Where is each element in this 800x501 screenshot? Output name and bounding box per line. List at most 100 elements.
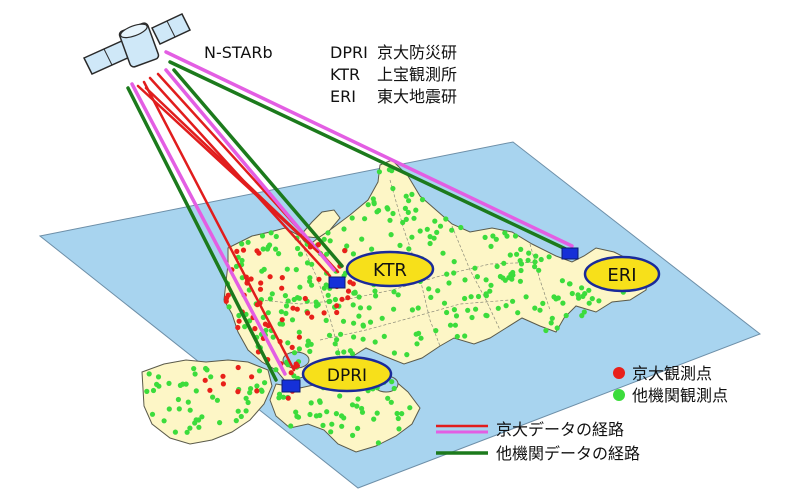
observation-point: [349, 402, 356, 408]
observation-point: [276, 251, 282, 257]
observation-point: [349, 215, 355, 221]
observation-point: [317, 399, 323, 405]
observation-point: [581, 309, 587, 315]
observation-point: [559, 278, 566, 284]
observation-point: [320, 422, 326, 428]
observation-point: [268, 230, 274, 236]
observation-point: [525, 257, 531, 263]
observation-point: [452, 322, 458, 328]
observation-point: [435, 288, 441, 294]
observation-point: [385, 206, 391, 212]
observation-point: [451, 259, 457, 265]
institution-name: 京大防災研: [377, 43, 457, 62]
observation-point: [210, 394, 216, 400]
observation-point: [443, 216, 449, 222]
observation-point: [540, 300, 546, 306]
dpri-station-marker: [281, 379, 301, 393]
observation-point: [426, 286, 432, 292]
observation-point: [444, 271, 450, 277]
observation-point: [294, 306, 300, 312]
observation-point: [579, 285, 585, 291]
legend-points: 京大観測点 他機関観測点: [613, 364, 728, 405]
observation-point: [360, 323, 366, 329]
observation-point: [465, 307, 471, 313]
observation-point: [249, 374, 255, 380]
observation-point: [532, 305, 538, 311]
observation-point: [234, 248, 240, 254]
observation-point: [204, 367, 210, 373]
observation-point: [245, 399, 251, 406]
observation-point: [326, 298, 332, 305]
observation-point: [193, 417, 199, 423]
observation-point: [351, 334, 357, 340]
observation-point: [560, 300, 566, 306]
observation-point: [355, 396, 361, 402]
observation-point: [172, 429, 178, 435]
observation-point: [183, 381, 189, 387]
observation-point: [397, 242, 403, 248]
observation-point: [280, 394, 286, 400]
observation-point: [307, 348, 313, 354]
observation-point: [432, 218, 438, 224]
observation-point: [357, 305, 364, 311]
observation-point: [187, 407, 193, 413]
observation-point: [444, 309, 450, 316]
route-kyoto-5: [144, 86, 314, 248]
observation-point: [409, 307, 415, 313]
observation-point: [388, 399, 394, 405]
observation-point: [323, 317, 329, 323]
station-label-ktr: KTR: [345, 250, 435, 288]
observation-point: [394, 410, 400, 417]
observation-point: [175, 396, 181, 403]
observation-point: [402, 205, 408, 211]
observation-point: [341, 349, 347, 355]
observation-point: [144, 388, 150, 394]
observation-point: [366, 305, 372, 311]
observation-point: [537, 307, 543, 313]
observation-point: [208, 374, 214, 380]
observation-point: [332, 341, 338, 347]
observation-point: [407, 405, 413, 411]
observation-point: [503, 303, 509, 309]
observation-point: [332, 296, 338, 303]
observation-point: [334, 303, 340, 309]
observation-point: [308, 341, 314, 347]
observation-point: [150, 387, 157, 394]
observation-point: [254, 388, 260, 394]
observation-point: [235, 324, 241, 331]
observation-point: [493, 236, 499, 242]
observation-point: [262, 380, 268, 386]
observation-point: [554, 325, 560, 331]
observation-point: [185, 399, 191, 405]
observation-point: [242, 324, 248, 330]
observation-point: [434, 229, 440, 235]
observation-point: [428, 294, 434, 300]
observation-point: [243, 395, 249, 401]
observation-point: [166, 406, 172, 412]
observation-point: [334, 309, 340, 316]
observation-point: [155, 374, 162, 380]
observation-point: [575, 292, 581, 298]
observation-point: [387, 217, 393, 223]
observation-point: [341, 226, 347, 232]
observation-point: [339, 423, 345, 429]
observation-point: [548, 320, 554, 326]
observation-point: [350, 302, 356, 308]
observation-point: [273, 367, 279, 373]
station-label-eri: ERI: [583, 255, 661, 293]
observation-point: [291, 350, 298, 356]
observation-point: [254, 383, 260, 389]
observation-point: [359, 405, 365, 412]
observation-point: [291, 296, 297, 303]
observation-point: [386, 167, 392, 173]
observation-point: [329, 421, 335, 427]
observation-point: [335, 350, 341, 356]
observation-point: [235, 408, 241, 414]
observation-point: [462, 277, 468, 283]
observation-point: [276, 391, 283, 397]
observation-point: [406, 198, 412, 204]
observation-point: [184, 429, 190, 435]
observation-point: [509, 276, 515, 282]
legend-kyoto-label: 京大観測点: [632, 364, 712, 383]
observation-point: [413, 331, 419, 337]
